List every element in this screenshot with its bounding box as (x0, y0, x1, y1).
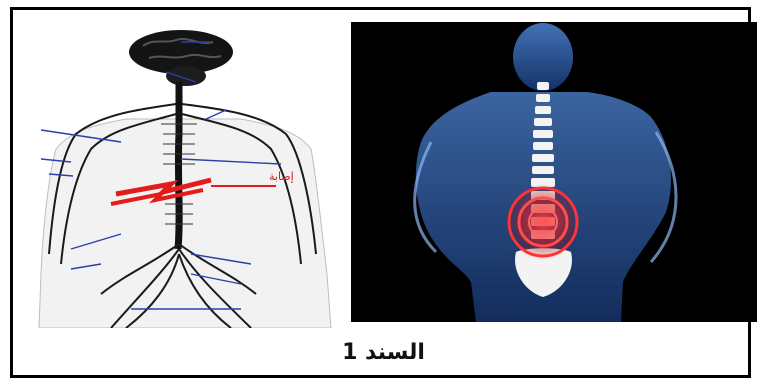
nervous-system-illustration (31, 24, 347, 328)
back-pain-photo (351, 22, 757, 322)
pain-target-icon (505, 184, 581, 260)
document-frame: إصابة (10, 7, 751, 378)
figure-caption: السند 1 (13, 340, 754, 365)
injury-label: إصابة (269, 170, 294, 183)
